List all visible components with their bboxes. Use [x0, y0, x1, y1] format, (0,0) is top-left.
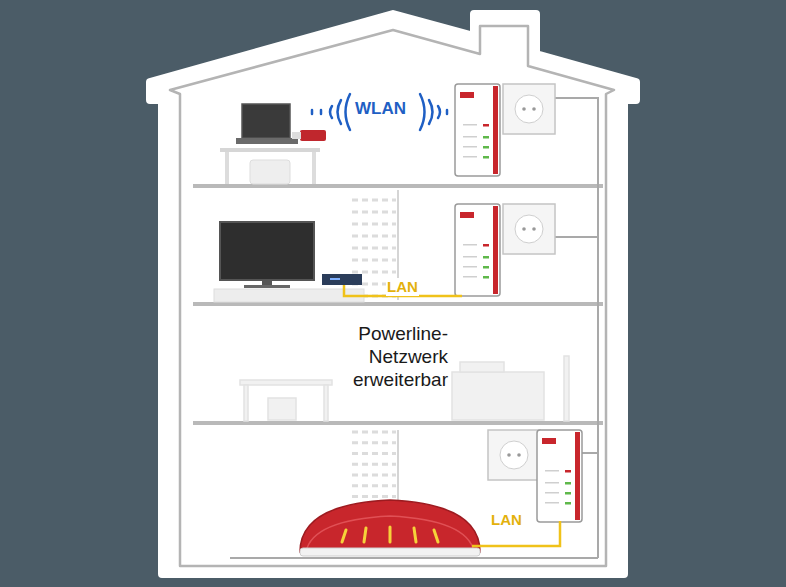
laptop-desk [220, 104, 326, 184]
router [300, 500, 480, 556]
house-outline [170, 26, 614, 566]
floors [193, 184, 603, 425]
wall-outlet [503, 84, 555, 134]
connection-label: LAN [386, 278, 419, 296]
connection-label: WLAN [354, 100, 407, 118]
caption-text: Powerline-Netzwerk erweiterbar [322, 322, 448, 391]
powerline-adapter [455, 84, 500, 176]
connection-label: LAN [490, 511, 523, 529]
house-sticker [150, 14, 636, 574]
power-wiring [230, 98, 598, 558]
wall-outlet [488, 430, 540, 480]
wall-outlet [503, 204, 555, 254]
wlan-waves [312, 94, 447, 130]
tv-set [214, 222, 364, 302]
powerline-adapter [455, 204, 500, 296]
powerline-adapter [537, 430, 582, 522]
